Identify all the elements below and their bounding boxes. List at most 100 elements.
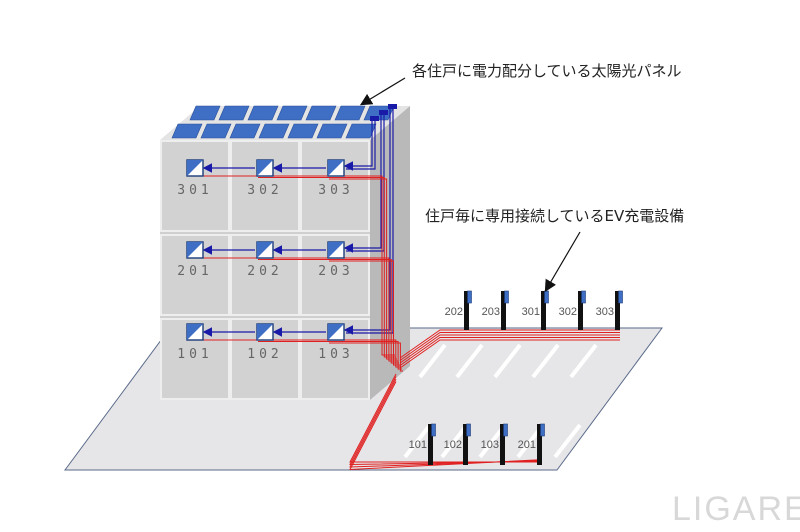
ev-line — [329, 342, 403, 372]
solar-callout-arrow — [359, 77, 406, 106]
charger-label: 201 — [518, 439, 536, 451]
ev-line-front — [349, 381, 541, 471]
unit-label: 302 — [247, 183, 282, 198]
unit-meter-group: 101 — [177, 323, 212, 362]
unit-meter-group: 103 — [318, 323, 353, 362]
solar-panel — [189, 105, 221, 121]
charger-post — [428, 424, 433, 465]
unit-label: 201 — [177, 264, 212, 279]
solar-panel — [171, 123, 203, 139]
unit-label: 103 — [318, 347, 353, 362]
panel-connector — [370, 116, 379, 121]
ev-charger: 301 — [522, 290, 549, 330]
power-line — [346, 120, 376, 170]
parking-stripe — [553, 423, 582, 459]
unit-meter-group: 201 — [177, 241, 212, 279]
charger-post — [537, 424, 542, 465]
ev-line — [258, 177, 396, 358]
unit-label: 101 — [177, 347, 212, 362]
unit-meter-group: 202 — [247, 241, 282, 279]
parking-stripe — [493, 343, 522, 379]
charger-label: 203 — [482, 306, 500, 318]
parking-stripe — [440, 423, 469, 459]
ev-line-back — [399, 334, 620, 364]
ev-charger-callout: 住戸毎に専用接続しているEV充電設備 — [425, 207, 685, 225]
charger-label: 103 — [481, 439, 499, 451]
charger-label: 302 — [559, 306, 577, 318]
ev-charger: 102 — [444, 423, 471, 465]
ev-line — [329, 260, 400, 366]
charger-label: 202 — [445, 306, 463, 318]
parking-stripe — [455, 343, 484, 379]
solar-panel — [276, 105, 308, 121]
unit-label: 102 — [247, 347, 282, 362]
solar-panel — [247, 105, 279, 121]
ev-callout-arrow — [544, 231, 581, 293]
charger-head — [503, 423, 508, 437]
charger-label: 101 — [409, 439, 427, 451]
charger-post — [500, 424, 505, 465]
unit-label: 301 — [177, 183, 212, 198]
solar-panel — [229, 123, 261, 139]
unit-meter-group: 301 — [177, 159, 212, 198]
unit-meter-group: 303 — [318, 159, 353, 198]
ev-line-back — [399, 339, 620, 369]
charger-head — [618, 290, 623, 304]
ev-charger: 202 — [445, 290, 472, 330]
parking-stripe — [569, 343, 598, 379]
parking-stripe — [531, 343, 560, 379]
charger-post — [578, 291, 583, 330]
ev-charger: 203 — [482, 290, 509, 330]
unit-label: 303 — [318, 183, 353, 198]
charger-label: 102 — [444, 439, 462, 451]
unit-cell — [160, 234, 230, 316]
power-line — [343, 114, 382, 253]
power-meter-fill — [187, 242, 203, 258]
charger-label: 303 — [596, 306, 614, 318]
ev-charger: 103 — [481, 423, 508, 465]
charger-post — [501, 291, 506, 330]
power-meter-fill — [257, 324, 273, 340]
power-meter-fill — [187, 160, 203, 176]
solar-panel-callout: 各住戸に電力配分している太陽光パネル — [412, 62, 682, 80]
ligare-logo: LIGARE — [672, 490, 800, 528]
power-line — [343, 120, 373, 171]
ev-charger: 101 — [409, 423, 436, 465]
unit-cell — [300, 140, 370, 232]
unit-cell — [230, 140, 300, 232]
charger-head — [544, 290, 549, 304]
unit-label: 202 — [247, 264, 282, 279]
charger-post — [615, 291, 620, 330]
charger-head — [431, 423, 436, 437]
power-line — [343, 108, 391, 335]
ev-line-back — [399, 337, 620, 366]
solar-panel — [287, 123, 319, 139]
solar-panel — [258, 123, 290, 139]
charger-head — [581, 290, 586, 304]
power-meter-fill — [257, 242, 273, 258]
ev-line — [329, 178, 397, 360]
solar-panel — [316, 123, 348, 139]
power-meter-fill — [328, 324, 344, 340]
charger-head — [467, 290, 472, 304]
ev-charger: 302 — [559, 290, 586, 330]
ev-charger: 201 — [518, 423, 545, 465]
ev-line-back — [399, 332, 620, 361]
power-meter-fill — [257, 160, 273, 176]
ev-line — [258, 259, 399, 364]
power-meter-fill — [328, 160, 344, 176]
charger-head — [466, 423, 471, 437]
power-meter-fill — [328, 242, 344, 258]
unit-cell — [160, 140, 230, 232]
power-meter-fill — [187, 324, 203, 340]
panel-connector — [379, 110, 388, 115]
ev-charger: 303 — [596, 290, 623, 330]
solar-panel — [334, 105, 366, 121]
solar-panel — [345, 123, 377, 139]
charger-head — [540, 423, 545, 437]
unit-meter-group: 203 — [318, 241, 350, 279]
unit-meter-group: 102 — [247, 323, 282, 362]
charger-post — [541, 291, 546, 330]
